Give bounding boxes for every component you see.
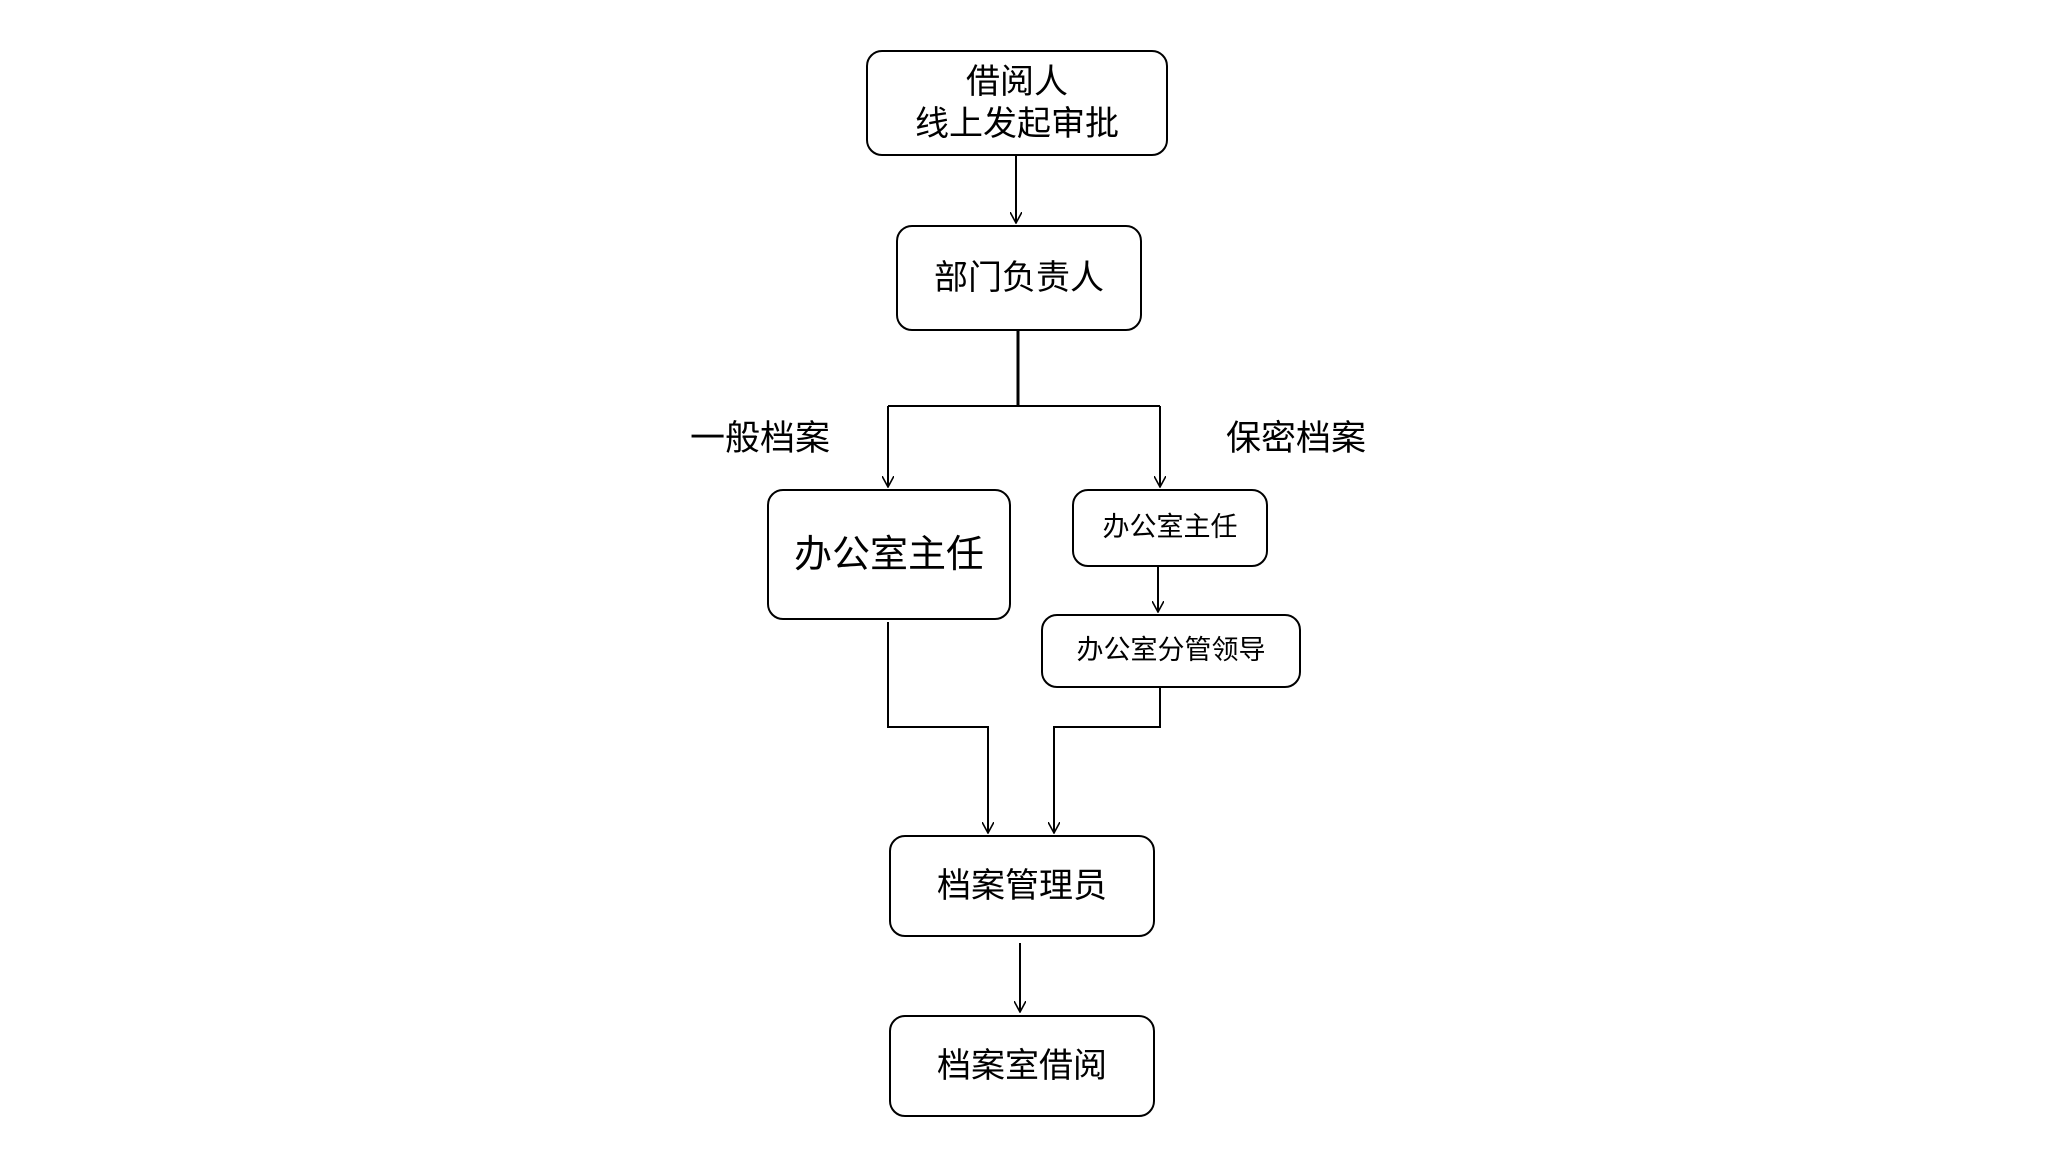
node-office-director-confidential-label: 办公室主任 [1102, 512, 1238, 544]
edge-general-to-archivist [887, 622, 988, 833]
node-office-director-confidential: 办公室主任 [1072, 489, 1268, 567]
node-initiator-line1: 借阅人 [966, 61, 1068, 102]
edge-supervisor-to-archivist [1054, 688, 1161, 833]
node-dept-head: 部门负责人 [896, 225, 1142, 331]
node-archivist: 档案管理员 [889, 835, 1155, 937]
branch-label-confidential: 保密档案 [1226, 419, 1367, 459]
branch-label-general: 一般档案 [690, 419, 831, 459]
node-dept-head-label: 部门负责人 [934, 257, 1104, 298]
node-initiator: 借阅人 线上发起审批 [866, 50, 1168, 156]
node-archivist-label: 档案管理员 [937, 865, 1107, 906]
node-initiator-line2: 线上发起审批 [915, 104, 1119, 144]
node-archive-room: 档案室借阅 [889, 1015, 1155, 1117]
node-office-supervisor-label: 办公室分管领导 [1076, 635, 1266, 667]
node-office-director-general-label: 办公室主任 [793, 531, 984, 576]
node-archive-room-label: 档案室借阅 [937, 1045, 1107, 1086]
node-office-director-general: 办公室主任 [767, 489, 1011, 620]
node-office-supervisor: 办公室分管领导 [1041, 614, 1301, 688]
